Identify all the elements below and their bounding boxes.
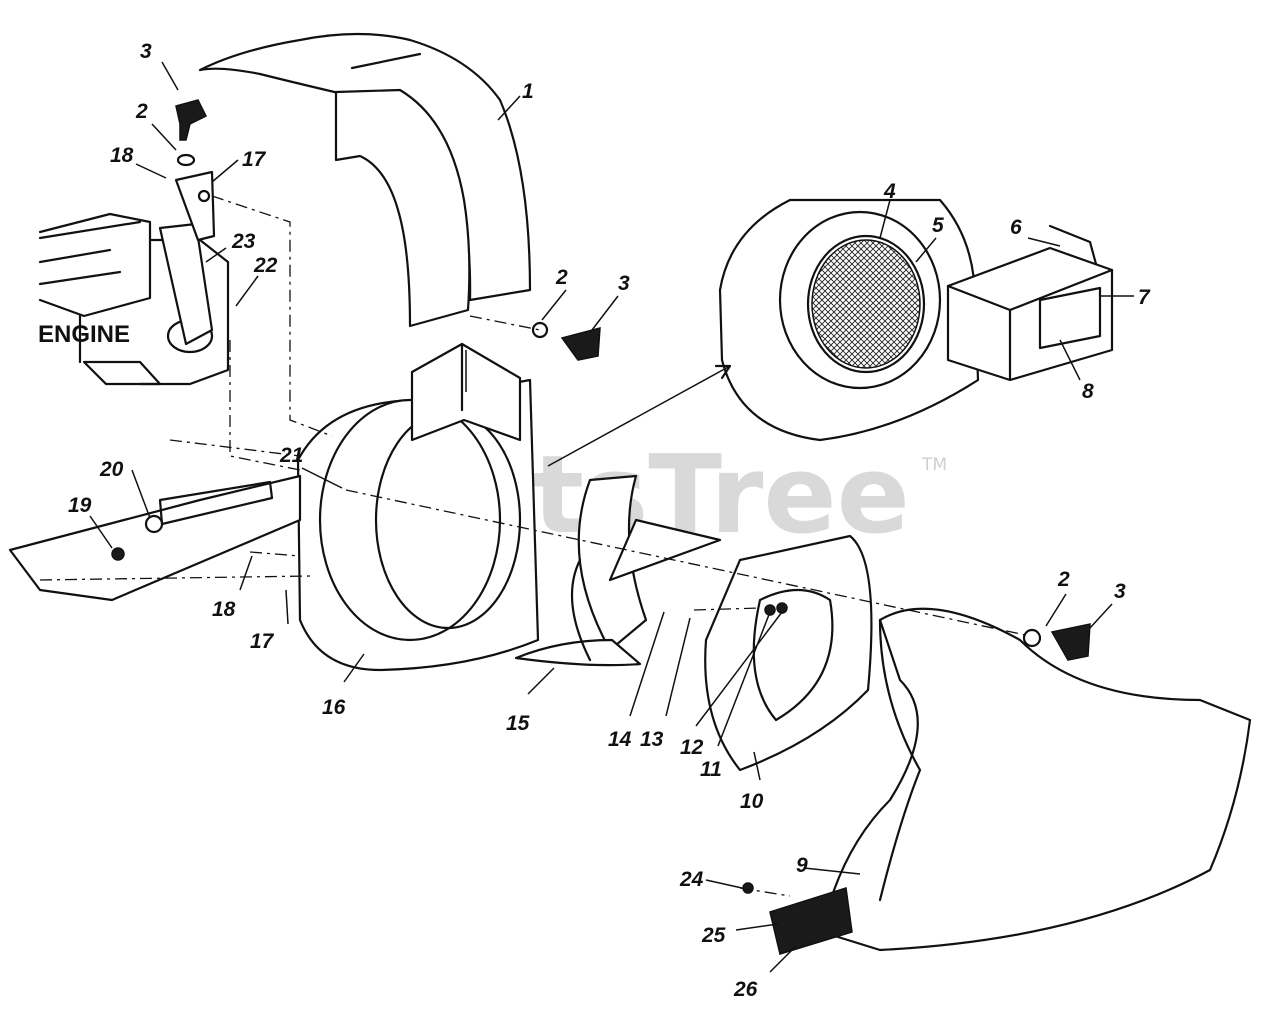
engine-assembly: ENGINE	[38, 212, 230, 386]
callout-25: 25	[701, 924, 726, 947]
leader-lines	[89, 61, 1134, 973]
callout-12: 12	[680, 736, 704, 759]
callout-3: 3	[1114, 580, 1126, 603]
callout-10: 10	[740, 790, 764, 813]
callout-5: 5	[932, 214, 944, 237]
callout-20: 20	[99, 458, 124, 481]
callout-19: 19	[68, 494, 92, 517]
callout-18: 18	[212, 598, 236, 621]
part-23-support-arm	[158, 170, 216, 346]
callout-18: 18	[110, 144, 134, 167]
callout-4: 4	[883, 180, 896, 203]
callout-8: 8	[1082, 380, 1094, 403]
callout-2: 2	[555, 266, 568, 289]
part-8-filter-box	[946, 224, 1114, 382]
callout-21: 21	[279, 444, 303, 467]
part-10-back-plate	[704, 534, 873, 772]
callout-13: 13	[640, 728, 664, 751]
callout-17: 17	[242, 148, 267, 171]
part-25-nozzle-bracket	[742, 882, 853, 955]
part-1-discharge-chute	[198, 32, 532, 328]
part-15-impeller	[514, 474, 722, 667]
knob-3-middle	[531, 321, 601, 361]
callout-14: 14	[608, 728, 632, 751]
callout-15: 15	[506, 712, 530, 735]
callout-2: 2	[1057, 568, 1070, 591]
part-4-filter-housing	[718, 198, 980, 442]
callout-6: 6	[1010, 216, 1022, 239]
callout-7: 7	[1138, 286, 1151, 309]
callout-3: 3	[618, 272, 630, 295]
callout-26: 26	[733, 978, 758, 1001]
callout-22: 22	[253, 254, 278, 277]
trademark-mark: TM	[921, 455, 947, 475]
callout-9: 9	[796, 854, 808, 877]
callout-16: 16	[322, 696, 346, 719]
callout-23: 23	[231, 230, 256, 253]
callout-24: 24	[679, 868, 704, 891]
callout-17: 17	[250, 630, 275, 653]
callout-3: 3	[140, 40, 152, 63]
part-9-nozzle	[820, 607, 1252, 952]
callout-1: 1	[522, 80, 534, 103]
part-16-blower-housing	[296, 342, 540, 672]
engine-label: ENGINE	[38, 321, 130, 348]
knob-3-right	[1022, 623, 1091, 661]
callout-labels: 1 2 2 2 3 3 3 4 5 6 7 8 9 10 11 12 13 14…	[68, 40, 1151, 1001]
knob-3-top	[175, 99, 208, 167]
assembly-lines	[39, 195, 1031, 897]
callout-2: 2	[135, 100, 148, 123]
base-plate	[8, 474, 302, 602]
callout-11: 11	[700, 758, 722, 781]
